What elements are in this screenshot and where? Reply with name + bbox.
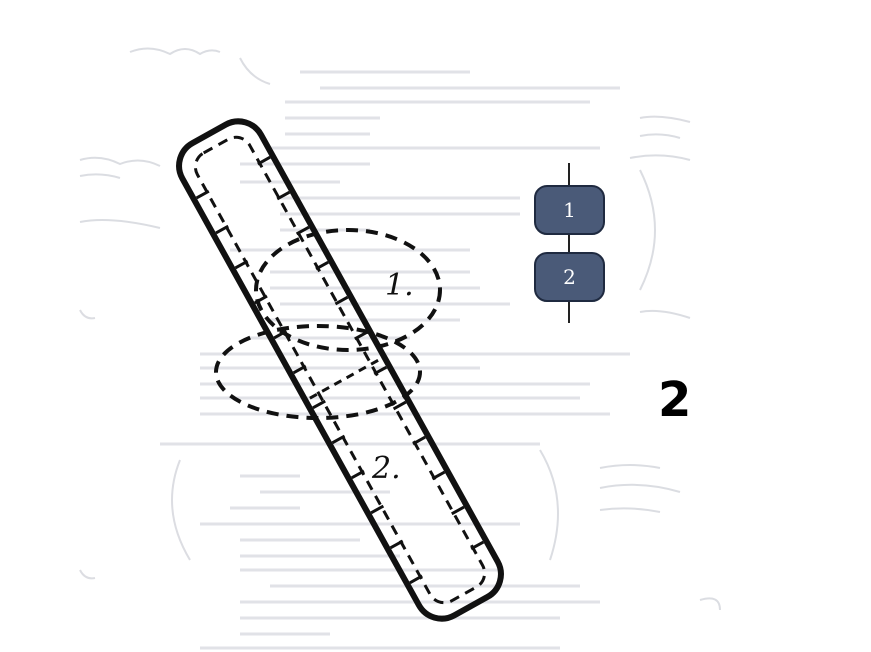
faded-margin-notes	[80, 48, 720, 610]
region-2-label: 2.	[371, 451, 401, 486]
node-chain: 1 2	[535, 163, 604, 323]
node-2-label: 2	[563, 265, 576, 289]
region-1-label: 1.	[385, 268, 414, 303]
page-number-label: 2	[658, 372, 691, 428]
tube-shape	[170, 112, 511, 628]
node-1-label: 1	[563, 198, 576, 222]
